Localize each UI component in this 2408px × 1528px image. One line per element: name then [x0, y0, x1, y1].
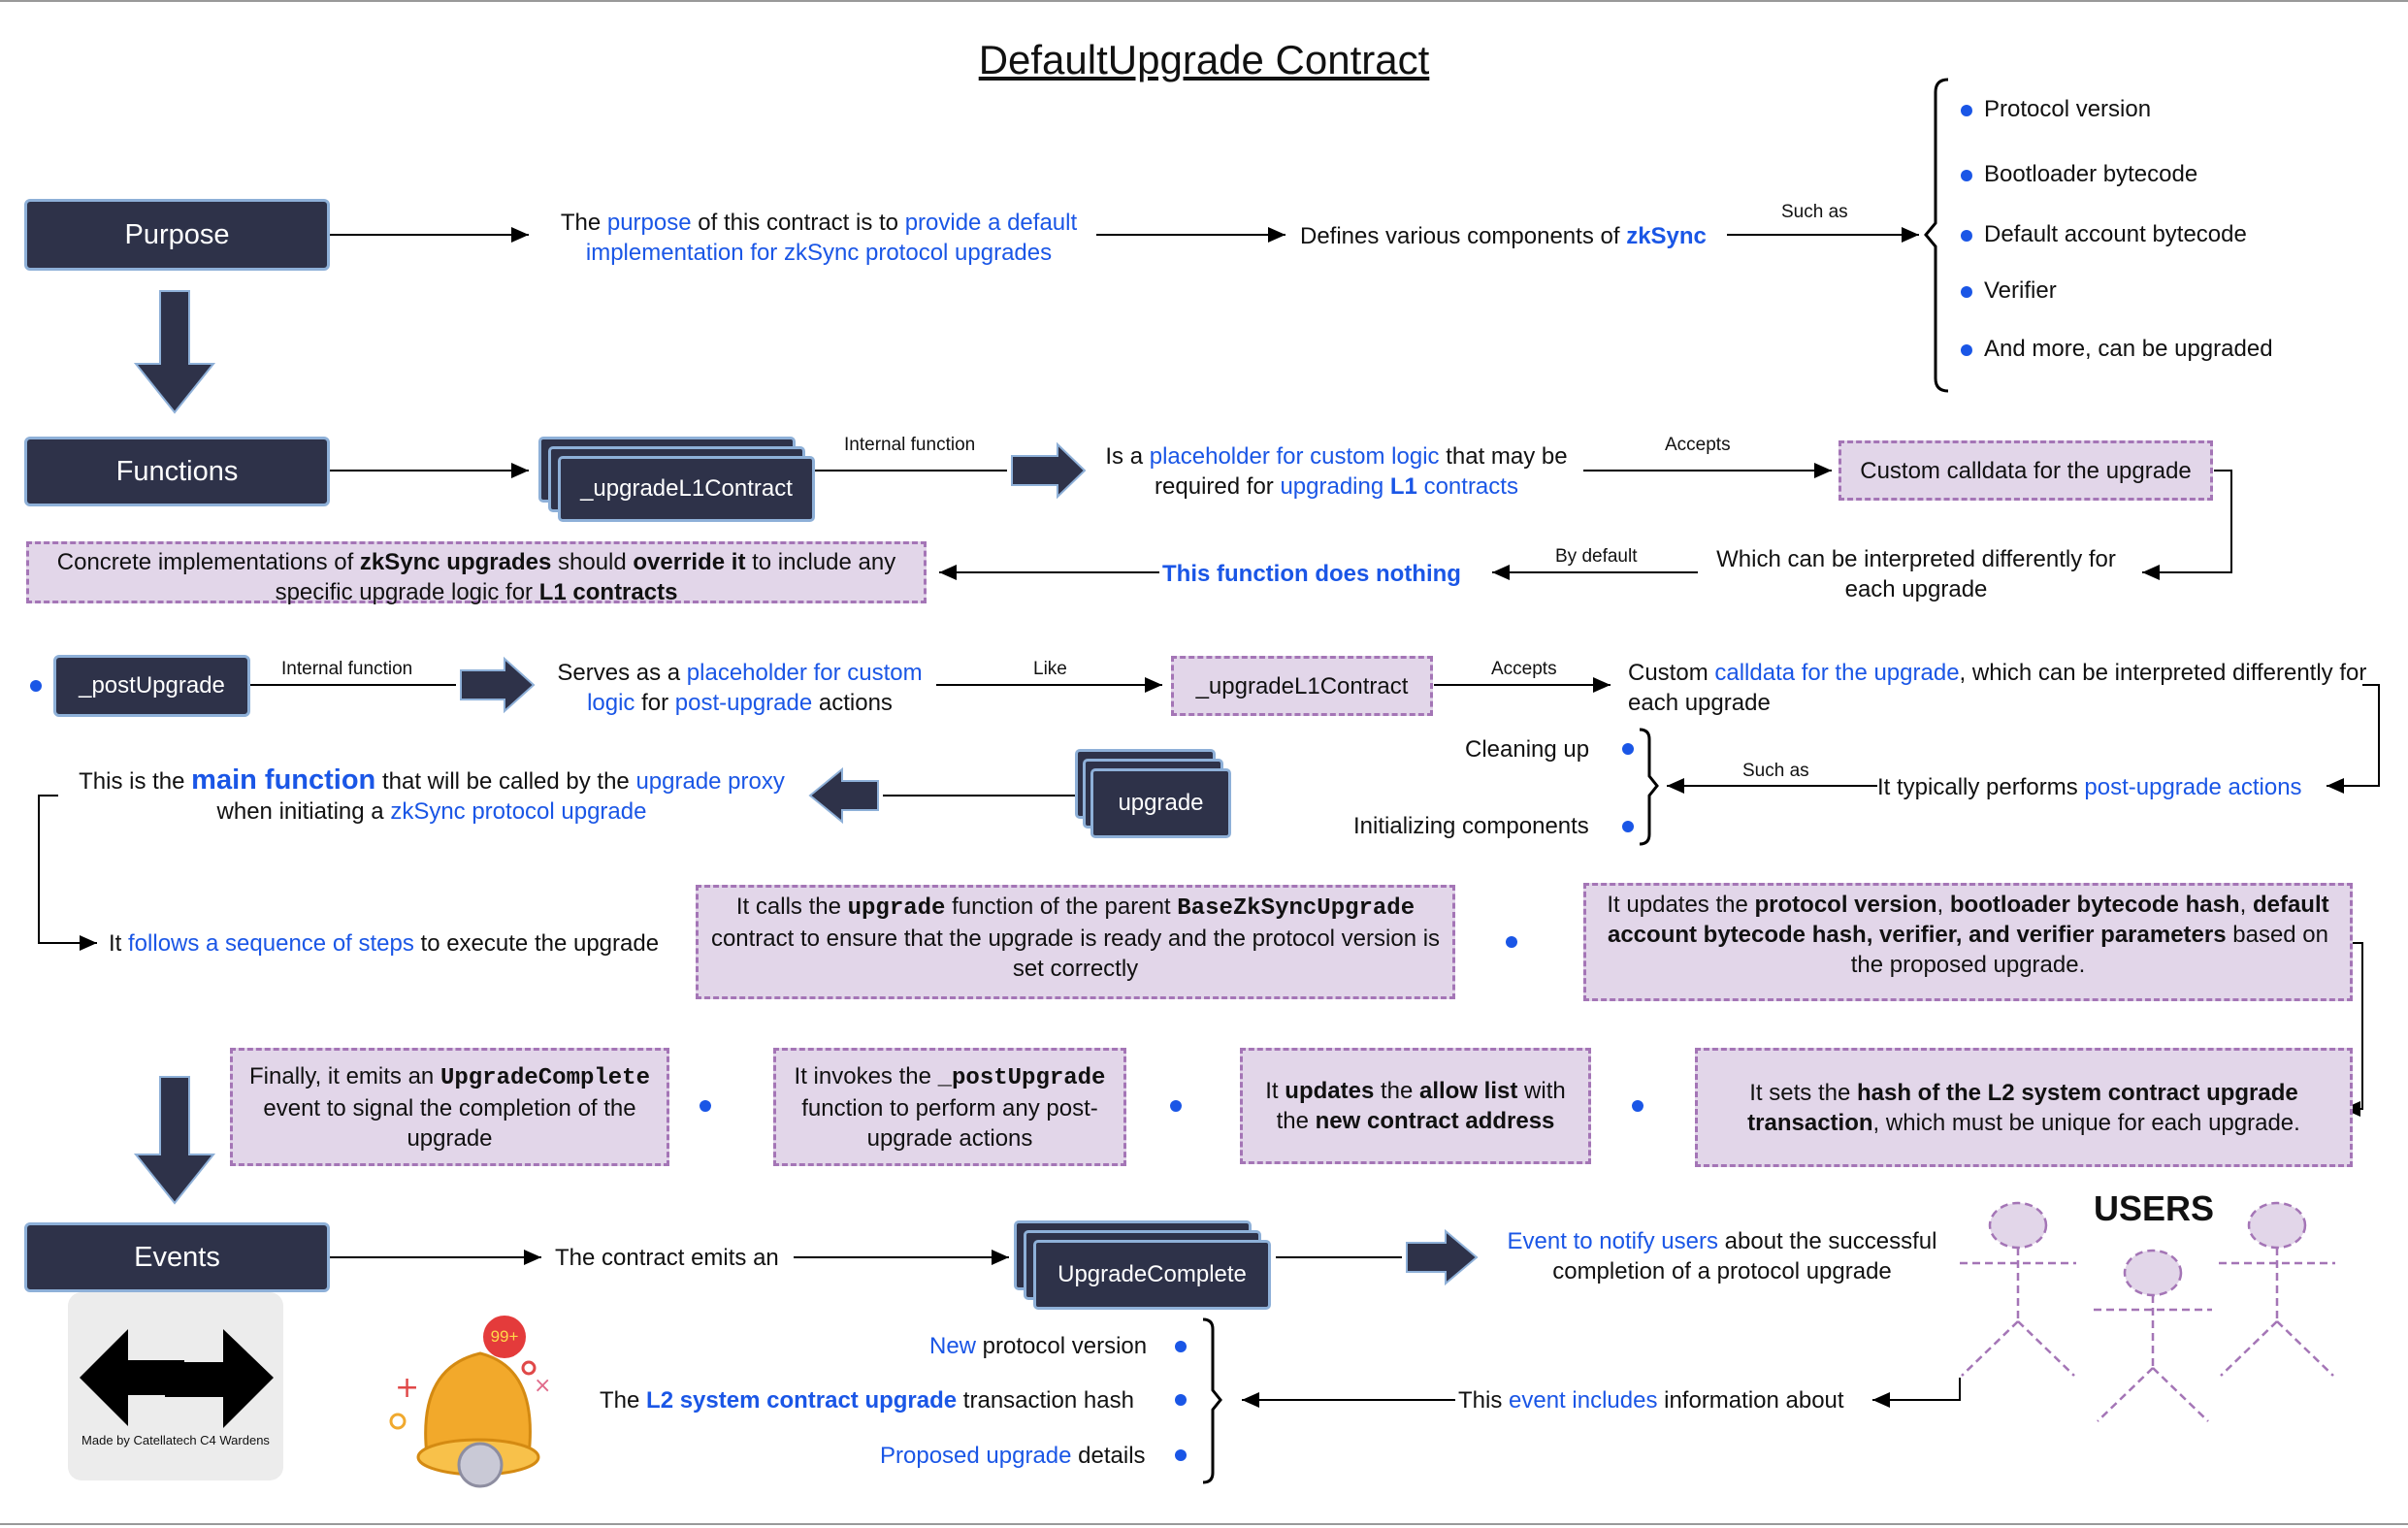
svg-text:×: × — [534, 1374, 551, 1398]
step-3-box: It sets the hash of the L2 system contra… — [1695, 1048, 2353, 1167]
event-includes-text: This event includes information about — [1458, 1387, 1844, 1414]
bullet-icon — [700, 1100, 711, 1112]
like-label: Like — [1033, 659, 1067, 679]
event-upgradecomplete: UpgradeComplete — [1033, 1240, 1271, 1310]
main-function-text: This is the main function that will be c… — [79, 764, 785, 826]
user-figure-icon — [2094, 1249, 2212, 1422]
info-new-protocol-version: New protocol version — [929, 1333, 1148, 1359]
fn-upgrade: upgrade — [1090, 768, 1231, 838]
bullet-icon — [1961, 344, 1972, 356]
step-2-box: It updates the protocol version, bootloa… — [1583, 883, 2353, 1001]
defines-components-text: Defines various components of zkSync — [1300, 223, 1707, 249]
bullet-icon — [1961, 230, 1972, 242]
bullet-icon — [1961, 170, 1972, 181]
fn-upgrade-stack: upgrade — [1075, 749, 1232, 842]
users-label: USERS — [2094, 1188, 2215, 1228]
bullet-icon — [1506, 936, 1517, 948]
section-functions: Functions — [24, 437, 330, 506]
cleaning-up-item: Cleaning up — [1465, 736, 1590, 763]
bullet-icon — [1622, 743, 1634, 755]
info-l2-tx-hash: The L2 system contract upgrade transacti… — [600, 1387, 1134, 1414]
bullet-icon — [30, 680, 42, 692]
step-5-box: It invokes the _postUpgrade function to … — [773, 1048, 1126, 1166]
calldata-box: Custom calldata for the upgrade — [1839, 440, 2213, 501]
bullet-icon — [1170, 1100, 1182, 1112]
bullet-icon — [1961, 286, 1972, 298]
fn-postUpgrade: _postUpgrade — [53, 655, 250, 717]
such-as-label: Such as — [1742, 761, 1809, 781]
user-figure-icon — [2219, 1201, 2335, 1377]
typically-performs-text: It typically performs post-upgrade actio… — [1877, 774, 2302, 800]
contract-emits-text: The contract emits an — [555, 1245, 779, 1271]
concrete-impl-box: Concrete implementations of zkSync upgra… — [26, 541, 927, 605]
follows-steps-text: It follows a sequence of steps to execut… — [109, 930, 660, 957]
step-6-box: Finally, it emits an UpgradeComplete eve… — [230, 1048, 669, 1166]
user-figure-icon — [1960, 1201, 2076, 1377]
bell-icon: + × 99+ — [374, 1310, 568, 1489]
accepts-label: Accepts — [1491, 659, 1557, 679]
internal-function-label: Internal function — [281, 659, 413, 679]
logo-card: Made by Catellatech C4 Wardens — [68, 1292, 283, 1480]
page-title: DefaultUpgrade Contract — [978, 37, 1430, 82]
bullet-icon — [1175, 1341, 1187, 1352]
component-item: And more, can be upgraded — [1984, 336, 2273, 362]
step-1-box: It calls the upgrade function of the par… — [696, 885, 1455, 999]
by-default-label: By default — [1555, 546, 1638, 567]
accepts-label: Accepts — [1665, 435, 1731, 455]
bullet-icon — [1632, 1100, 1643, 1112]
purpose-description: The purpose of this contract is to provi… — [560, 210, 1078, 266]
serves-description: Serves as a placeholder for custom logic… — [557, 660, 923, 716]
bullet-icon — [1175, 1449, 1187, 1461]
section-purpose: Purpose — [24, 199, 330, 271]
bullet-icon — [1175, 1394, 1187, 1406]
like-upgradeL1Contract-box: _upgradeL1Contract — [1171, 656, 1433, 716]
component-item: Protocol version — [1984, 96, 2152, 122]
notify-users-text: Event to notify users about the successf… — [1507, 1228, 1937, 1284]
component-item: Default account bytecode — [1984, 221, 2247, 247]
does-nothing-text: This function does nothing — [1162, 561, 1461, 587]
component-item: Verifier — [1984, 277, 2057, 304]
event-upgradecomplete-stack: UpgradeComplete — [1014, 1220, 1271, 1312]
component-item: Bootloader bytecode — [1984, 161, 2198, 187]
placeholder-description: Is a placeholder for custom logic that m… — [1105, 443, 1568, 500]
logo-icon — [80, 1329, 274, 1428]
step-4-box: It updates the allow list with the new c… — [1240, 1048, 1591, 1164]
bullet-icon — [1961, 105, 1972, 116]
notification-badge: 99+ — [483, 1316, 526, 1358]
section-events: Events — [24, 1222, 330, 1292]
fn-upgradeL1Contract: _upgradeL1Contract — [558, 456, 815, 522]
interpreted-text: Which can be interpreted differently for… — [1716, 546, 2116, 602]
logo-caption: Made by Catellatech C4 Wardens — [81, 1433, 270, 1447]
such-as-label: Such as — [1781, 202, 1848, 222]
fn-upgradeL1Contract-stack: _upgradeL1Contract — [538, 437, 815, 524]
initializing-item: Initializing components — [1353, 813, 1589, 839]
internal-function-label: Internal function — [844, 435, 976, 455]
svg-text:+: + — [395, 1371, 419, 1405]
bullet-icon — [1622, 821, 1634, 832]
info-proposed-upgrade: Proposed upgrade details — [880, 1443, 1146, 1469]
custom-calldata-text: Custom calldata for the upgrade, which c… — [1628, 660, 2367, 716]
